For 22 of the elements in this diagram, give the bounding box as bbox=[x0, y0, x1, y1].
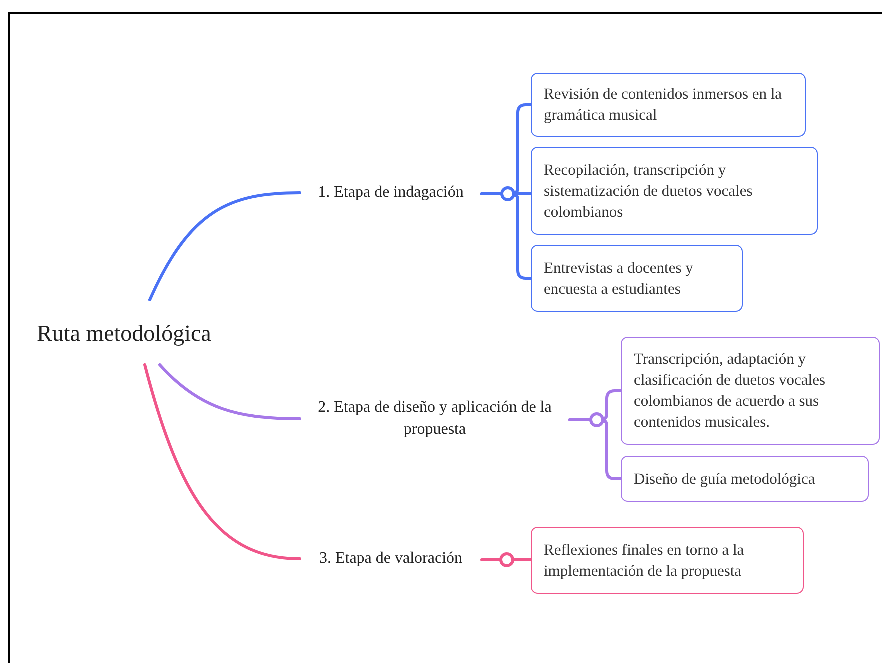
topic-text: Recopilación, transcripción y sistematización de duetos vocales colombianos bbox=[544, 160, 754, 222]
topic-text: Diseño de guía metodológica bbox=[634, 470, 816, 490]
topic-box bbox=[531, 245, 743, 312]
branch-topic: 1. Etapa de indagación bbox=[317, 183, 465, 203]
connector-line bbox=[480, 558, 532, 562]
central-topic: Ruta metodológica bbox=[37, 320, 212, 348]
topic-text: Entrevistas a docentes y encuesta a estudiantes bbox=[544, 258, 694, 300]
topic-box bbox=[531, 73, 806, 137]
topic-text: Transcripción, adaptación y clasificación de duetos vocales colombianos de acuerdo a sus contenidos musicales. bbox=[634, 350, 827, 433]
topic-text: Revisión de contenidos inmersos en la gramática musical bbox=[544, 85, 784, 126]
connector-line bbox=[148, 192, 302, 302]
topic-box bbox=[621, 456, 869, 502]
topic-text: Reflexiones finales en torno a la implementación de la propuesta bbox=[544, 540, 746, 582]
branch-topic: 3. Etapa de valoración bbox=[318, 549, 464, 569]
branch-topic: 2. Etapa de diseño y aplicación de la propuesta bbox=[317, 398, 553, 440]
connector-line bbox=[480, 192, 532, 280]
connector-line bbox=[568, 418, 622, 480]
connector-line bbox=[158, 364, 302, 420]
topic-box bbox=[531, 527, 804, 594]
topic-box bbox=[621, 337, 880, 445]
topic-box bbox=[531, 147, 818, 235]
connector-line bbox=[144, 364, 302, 560]
